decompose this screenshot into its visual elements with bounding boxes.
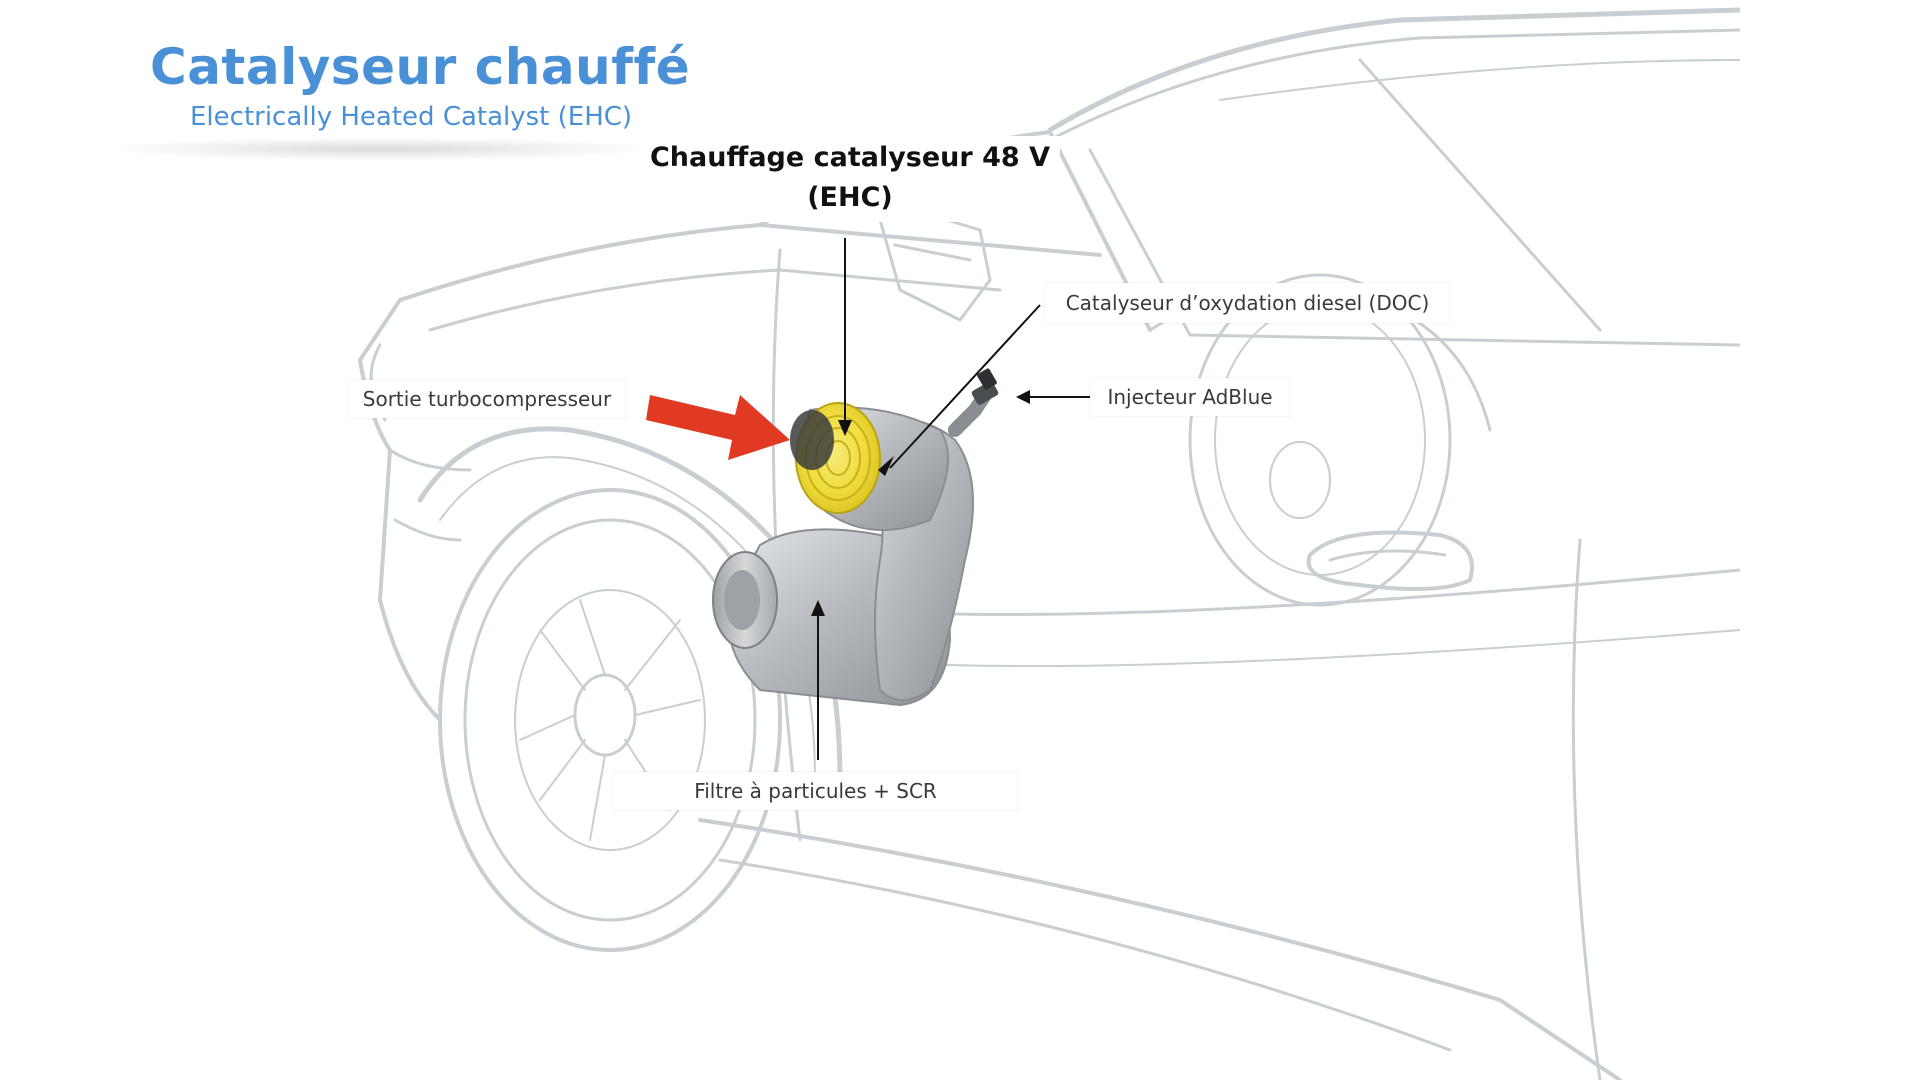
label-doc: Catalyseur d’oxydation diesel (DOC) [1045,283,1450,323]
leader-line-doc [889,304,1041,469]
leader-lines [817,238,1090,760]
arrowhead-dpf [811,600,825,616]
exhaust-flow-arrow [646,395,790,460]
label-dpf-scr: Filtre à particules + SCR [613,772,1018,810]
title-shadow [120,138,640,160]
arrowhead-ehc [838,420,852,436]
label-ehc-line2: (EHC) [807,182,893,213]
arrowhead-doc [878,456,894,476]
right-margin [1740,0,1920,1080]
label-ehc-line1: Chauffage catalyseur 48 V [649,142,1050,173]
arrowhead-adblue [1016,390,1030,404]
page-subtitle: Electrically Heated Catalyst (EHC) [190,102,633,132]
leader-arrowheads [811,390,1030,616]
page-title: Catalyseur chauffé [150,38,691,96]
exhaust-aftertreatment-unit [712,368,999,707]
label-adblue-injector: Injecteur AdBlue [1090,378,1290,416]
label-turbo-outlet: Sortie turbocompresseur [348,380,626,418]
label-ehc: Chauffage catalyseur 48 V (EHC) [640,136,1060,222]
